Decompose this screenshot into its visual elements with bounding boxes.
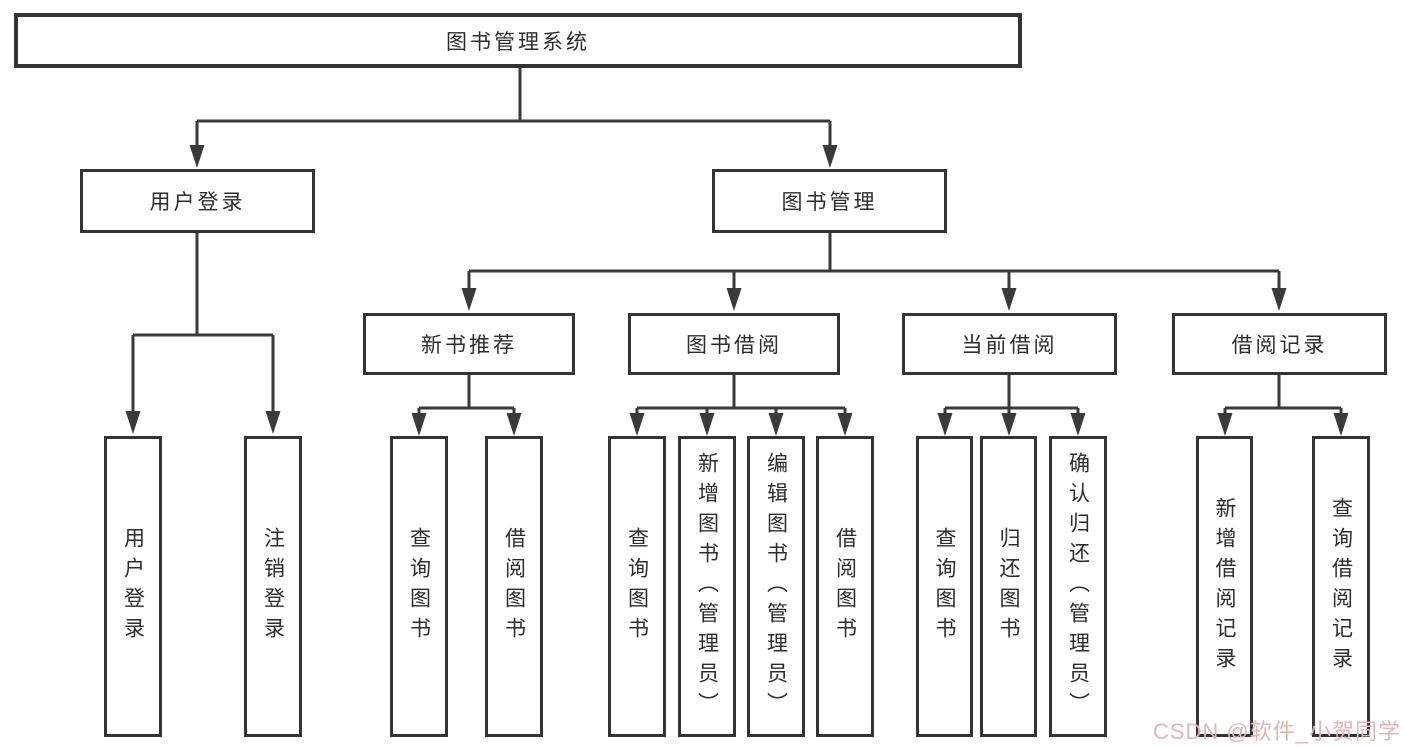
leaf-query-books-2-label: 查询图书 [625,526,649,647]
node-book-borrow: 图书借阅 [628,313,840,375]
node-current-borrow: 当前借阅 [902,313,1117,375]
leaf-query-books-1-label: 查询图书 [407,526,431,647]
node-root: 图书管理系统 [14,13,1022,68]
node-user-login-label: 用户登录 [149,191,246,214]
node-new-book-recommend: 新书推荐 [363,313,575,375]
node-book-borrow-label: 图书借阅 [686,334,782,357]
node-borrow-records-label: 借阅记录 [1231,334,1328,357]
leaf-add-borrow-record-label: 新增借阅记录 [1213,496,1236,677]
node-root-label: 图书管理系统 [446,30,590,54]
leaf-borrow-books-2: 借阅图书 [816,436,874,737]
leaf-query-books-1: 查询图书 [390,436,448,737]
leaf-query-borrow-record: 查询借阅记录 [1312,436,1370,737]
leaf-logout-label: 注销登录 [261,526,285,647]
leaf-query-books-3-label: 查询图书 [933,526,956,647]
leaf-user-login: 用户登录 [104,436,162,737]
leaf-add-books-admin: 新增图书（管理员） [678,436,736,737]
leaf-borrow-books-1: 借阅图书 [485,436,543,737]
leaf-query-books-2: 查询图书 [608,436,666,737]
node-user-login: 用户登录 [80,169,315,233]
node-new-book-recommend-label: 新书推荐 [421,334,517,357]
leaf-query-books-3: 查询图书 [916,436,973,737]
node-book-management-label: 图书管理 [781,191,878,214]
leaf-edit-books-admin-label: 编辑图书（管理员） [764,451,788,722]
leaf-user-login-label: 用户登录 [121,526,145,647]
leaf-confirm-return-admin-label: 确认归还（管理员） [1066,451,1090,722]
leaf-logout: 注销登录 [244,436,302,737]
node-current-borrow-label: 当前借阅 [961,334,1058,357]
leaf-edit-books-admin: 编辑图书（管理员） [747,436,805,737]
leaf-query-borrow-record-label: 查询借阅记录 [1329,496,1353,677]
node-borrow-records: 借阅记录 [1172,313,1387,375]
leaf-return-books-label: 归还图书 [997,526,1020,647]
leaf-confirm-return-admin: 确认归还（管理员） [1049,436,1107,737]
leaf-return-books: 归还图书 [980,436,1037,737]
node-book-management: 图书管理 [712,169,947,233]
leaf-borrow-books-2-label: 借阅图书 [833,526,857,647]
leaf-add-borrow-record: 新增借阅记录 [1196,436,1253,737]
leaf-borrow-books-1-label: 借阅图书 [502,526,526,647]
leaf-add-books-admin-label: 新增图书（管理员） [695,451,719,722]
csdn-watermark: CSDN @软件_小贺同学 [1152,719,1401,744]
